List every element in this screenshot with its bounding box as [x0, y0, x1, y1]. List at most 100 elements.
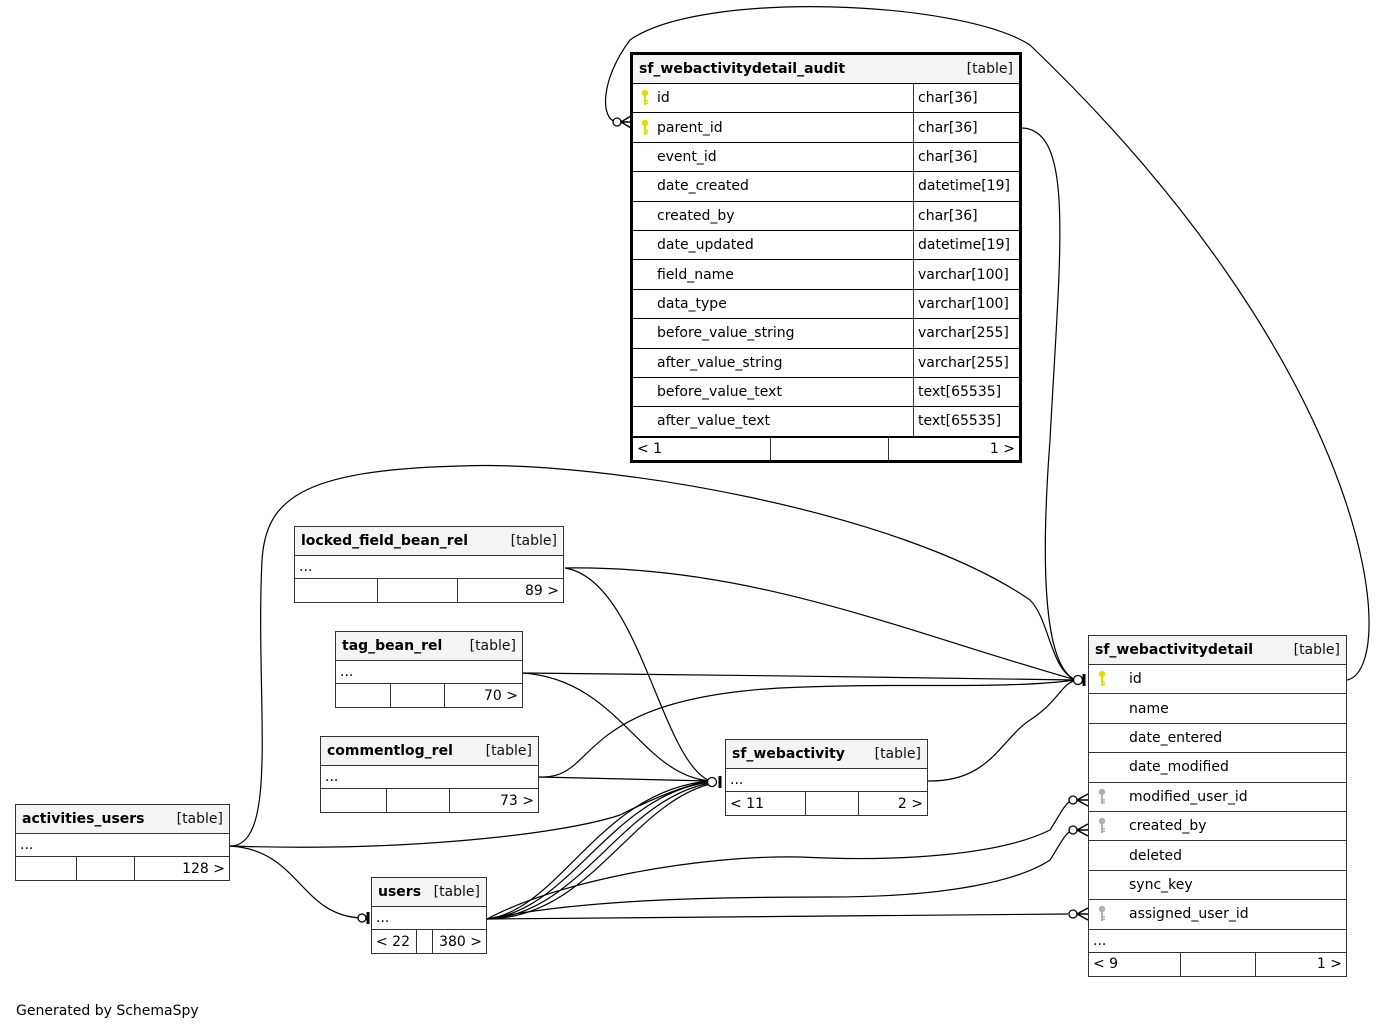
zero-marker-detail-id [1072, 674, 1084, 686]
column-name: before_value_string [657, 325, 795, 342]
column-row[interactable]: parent_id char[36] [633, 113, 1019, 143]
table-kind: [table] [485, 743, 532, 759]
column-row[interactable]: sync_key [1089, 871, 1346, 901]
table-name[interactable]: users [378, 884, 422, 900]
column-cell: date_updated [633, 231, 913, 259]
table-kind: [table] [966, 61, 1013, 77]
parents-count[interactable]: < 9 [1089, 952, 1181, 976]
edge-webactivity-to-detail [927, 679, 1077, 782]
children-count[interactable]: 380 > [439, 933, 482, 950]
table-commentlog-rel[interactable]: commentlog_rel [table] ... 73 > [320, 736, 539, 813]
column-name: field_name [657, 266, 734, 283]
column-cell: id [633, 84, 913, 112]
table-name[interactable]: sf_webactivitydetail_audit [639, 61, 846, 77]
table-name[interactable]: locked_field_bean_rel [301, 533, 468, 549]
children-count[interactable]: 70 > [484, 687, 518, 704]
table-name[interactable]: commentlog_rel [327, 743, 453, 759]
column-name: parent_id [657, 119, 723, 136]
children-count[interactable]: 1 > [1316, 956, 1342, 973]
table-header: sf_webactivity [table] [726, 740, 927, 769]
parents-count[interactable] [321, 789, 387, 812]
table-header: commentlog_rel [table] [321, 737, 538, 766]
column-type: datetime[19] [913, 172, 1019, 201]
table-activities-users[interactable]: activities_users [table] ... 128 > [15, 804, 230, 881]
children-count[interactable]: 2 > [897, 795, 923, 812]
table-kind: [table] [433, 884, 480, 900]
column-type: varchar[100] [913, 289, 1019, 319]
column-row[interactable]: assigned_user_id [1089, 900, 1346, 930]
column-type: text[65535] [913, 377, 1019, 407]
parents-count[interactable]: < 22 [372, 930, 417, 953]
column-row[interactable]: before_value_string varchar[255] [633, 319, 1019, 349]
column-row[interactable]: created_by [1089, 812, 1346, 842]
table-footer: 73 > [321, 789, 538, 812]
column-cell: after_value_text [633, 407, 913, 435]
column-name: created_by [657, 207, 735, 224]
parents-count[interactable] [16, 857, 77, 880]
column-row[interactable]: date_entered [1089, 724, 1346, 754]
column-cell: deleted [1089, 841, 1346, 869]
parents-count[interactable] [295, 579, 378, 602]
primary-key-icon [633, 119, 657, 137]
table-name[interactable]: tag_bean_rel [342, 638, 443, 654]
column-type: text[65535] [913, 407, 1019, 436]
column-type: datetime[19] [913, 230, 1019, 260]
column-name: sync_key [1129, 876, 1193, 893]
column-row[interactable]: name [1089, 694, 1346, 724]
parents-count[interactable] [336, 684, 391, 707]
foreign-key-icon [1089, 905, 1115, 923]
table-header: users [table] [372, 878, 486, 907]
table-name[interactable]: sf_webactivitydetail [1095, 642, 1254, 658]
table-footer: < 11 2 > [726, 792, 927, 815]
parents-count[interactable]: < 1 [633, 437, 771, 460]
footer-middle [391, 684, 445, 707]
table-users[interactable]: users [table] ... < 22 380 > [371, 877, 487, 954]
table-kind: [table] [176, 811, 223, 827]
table-name[interactable]: sf_webactivity [732, 746, 845, 762]
column-cell: date_modified [1089, 753, 1346, 781]
more-columns-ellipsis: ... [1089, 930, 1346, 953]
children-count[interactable]: 128 > [182, 860, 225, 877]
parents-count[interactable]: < 11 [726, 792, 806, 815]
table-tag-bean-rel[interactable]: tag_bean_rel [table] ... 70 > [335, 631, 523, 708]
foreign-key-icon [1089, 788, 1115, 806]
table-kind: [table] [469, 638, 516, 654]
table-name[interactable]: activities_users [22, 811, 145, 827]
column-cell: modified_user_id [1089, 783, 1346, 811]
column-cell: after_value_string [633, 349, 913, 377]
column-name: after_value_string [657, 354, 783, 371]
table-locked-field-bean-rel[interactable]: locked_field_bean_rel [table] ... 89 > [294, 526, 564, 603]
table-header: activities_users [table] [16, 805, 229, 834]
table-sf-webactivity[interactable]: sf_webactivity [table] ... < 11 2 > [725, 739, 928, 816]
crowfoot-modified-user [1076, 793, 1089, 807]
column-row[interactable]: date_modified [1089, 753, 1346, 783]
column-row[interactable]: modified_user_id [1089, 783, 1346, 812]
generated-by-note: Generated by SchemaSpy [16, 1003, 199, 1019]
column-type: char[36] [913, 113, 1019, 142]
column-row[interactable]: id [1089, 665, 1346, 695]
column-type: varchar[255] [913, 319, 1019, 348]
children-count[interactable]: 89 > [525, 582, 559, 599]
column-name: modified_user_id [1129, 788, 1248, 805]
table-kind: [table] [874, 746, 921, 762]
table-footer: 128 > [16, 857, 229, 880]
children-count[interactable]: 73 > [500, 792, 534, 809]
zero-marker-audit [612, 117, 622, 127]
children-count[interactable]: 1 > [989, 440, 1015, 457]
column-row[interactable]: deleted [1089, 841, 1346, 871]
column-name: name [1129, 700, 1169, 717]
column-cell: name [1089, 694, 1346, 722]
column-cell: data_type [633, 290, 913, 318]
